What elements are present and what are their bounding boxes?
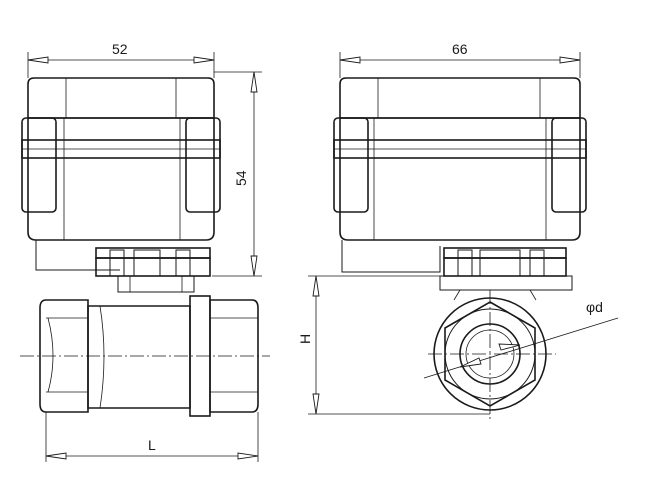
dim-L: L [45,412,259,462]
dim-66: 66 [339,41,581,78]
right-coupling-bracket [439,247,573,301]
dim-H-label: H [297,334,313,344]
dim-H: H [297,275,490,415]
dim-54-label: 54 [233,170,249,186]
dim-52-label: 52 [112,41,128,57]
dim-52: 52 [27,41,215,78]
dim-phi-d-label: φd [586,299,603,315]
dim-phi-d: φd [423,299,619,379]
left-coupling-bracket [95,247,211,293]
dim-66-label: 66 [452,41,468,57]
right-actuator [333,77,587,273]
dim-L-label: L [148,437,156,453]
dim-54: 54 [212,71,262,277]
right-pipe-end [428,290,556,420]
left-actuator [21,77,221,271]
